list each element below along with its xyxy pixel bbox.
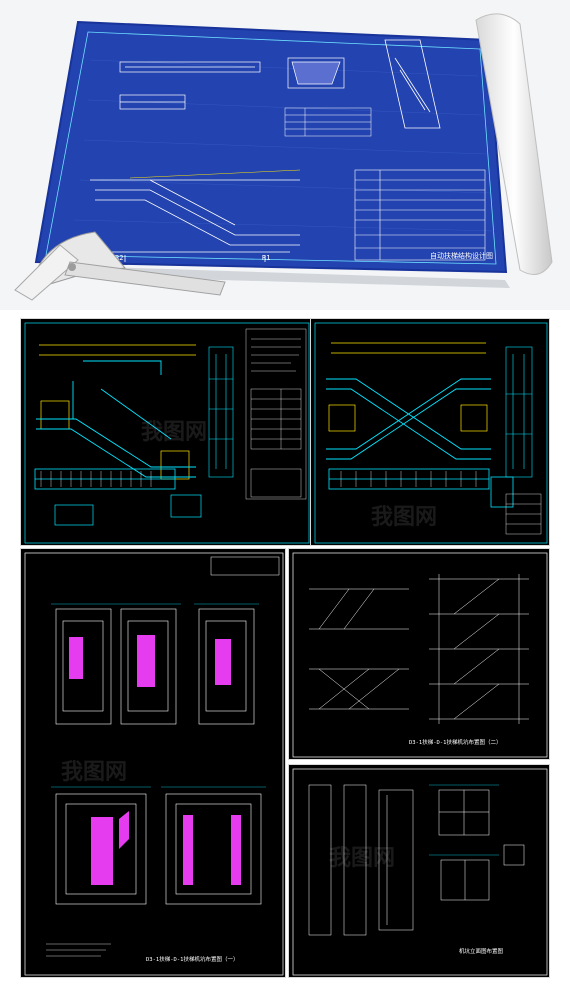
cad-sheet-sections: D3-1扶梯-D-1扶梯机坑布置图（二） <box>288 548 550 760</box>
cad-sheet-single-escalator: 我图网 <box>20 318 312 546</box>
protractor-icon <box>14 231 226 301</box>
watermark-text: 我图网 <box>141 420 207 445</box>
escalator-pit-magenta <box>69 635 231 687</box>
watermark-text: 我图网 <box>329 846 395 871</box>
blueprint-paper <box>34 20 508 274</box>
elevations-caption: 机坑立面图布置图 <box>459 947 504 955</box>
cad-sheet-pit-plans: D3-1扶梯-D-1扶梯机坑布置图（一） 我图网 <box>20 548 286 978</box>
marker-r2: R2 <box>115 254 123 262</box>
cad-sheet-cross-escalator: 我图网 <box>310 318 550 546</box>
watermark-text: 我图网 <box>371 505 437 530</box>
marker-r1: R1 <box>262 254 270 262</box>
title-block-title: 自动扶梯结构设计图 <box>430 251 493 260</box>
sections-caption: D3-1扶梯-D-1扶梯机坑布置图（二） <box>409 738 502 746</box>
blueprint-photo: 自动扶梯结构设计图 R2 R1 <box>0 0 570 310</box>
pit-plans-caption: D3-1扶梯-D-1扶梯机坑布置图（一） <box>146 955 239 963</box>
paper-roll <box>475 13 553 275</box>
cad-sheet-pit-elevations: 机坑立面图布置图 我图网 <box>288 764 550 978</box>
watermark-text: 我图网 <box>61 760 127 785</box>
